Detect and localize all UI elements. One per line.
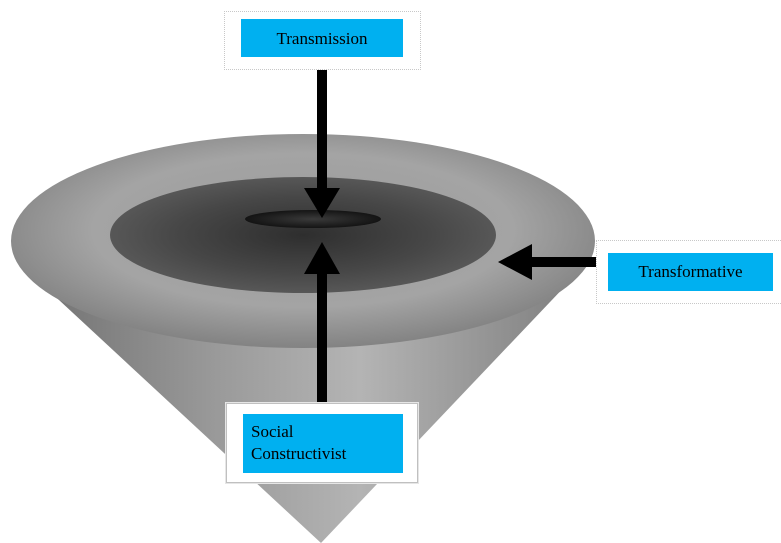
cone-inner-ring [110,177,496,293]
transformative-label-frame: Transformative [596,240,781,304]
cone-center-hole [245,210,381,228]
arrow-left-icon [498,244,596,280]
social-constructivist-line-1: Social [251,422,294,441]
arrow-down-icon [304,66,340,218]
transmission-label: Transmission [241,19,403,57]
social-constructivist-label-frame: Social Constructivist [226,403,418,483]
social-constructivist-line-2: Constructivist [251,444,347,463]
transmission-label-frame: Transmission [224,11,421,70]
social-constructivist-label: Social Constructivist [243,414,403,473]
transformative-label: Transformative [608,253,773,291]
arrow-up-icon [304,242,340,404]
